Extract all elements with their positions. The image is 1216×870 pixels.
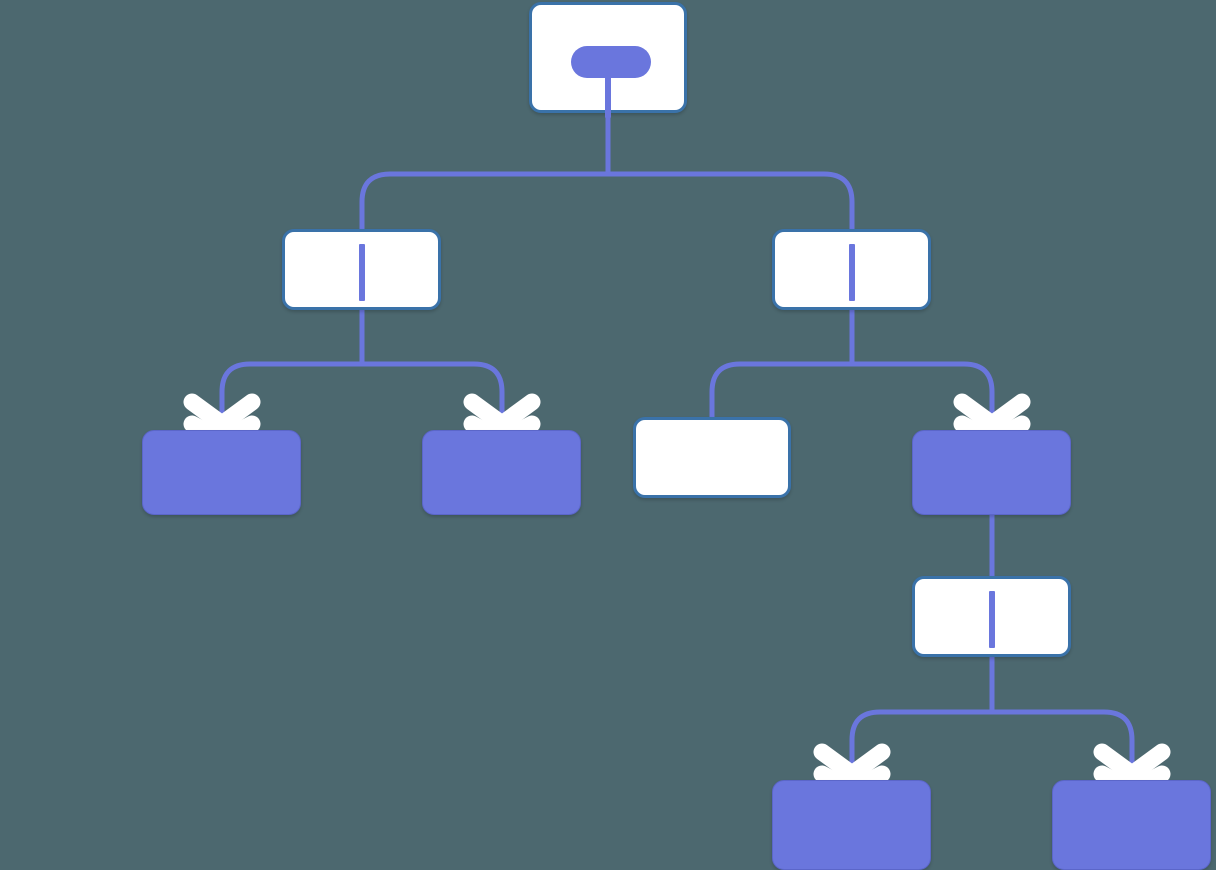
node-left-branch[interactable]	[282, 229, 441, 310]
edge-sub-leaf3	[849, 657, 995, 784]
edge-right-empty	[709, 310, 855, 419]
root-pill-badge	[571, 46, 651, 78]
edge-root-left	[359, 113, 611, 229]
node-leaf-1[interactable]	[142, 430, 301, 515]
node-branch-node[interactable]	[912, 430, 1071, 515]
node-right-branch[interactable]	[772, 229, 931, 310]
edge-left-leaf1	[219, 310, 365, 434]
edge-sub-leaf4	[989, 657, 1135, 784]
node-divider-line	[358, 244, 365, 301]
edge-left-leaf2	[359, 310, 505, 434]
node-sub-branch[interactable]	[912, 576, 1071, 657]
node-root[interactable]	[529, 2, 687, 118]
node-empty-box[interactable]	[633, 417, 791, 498]
node-divider-line	[848, 244, 855, 301]
node-divider-line	[988, 591, 995, 648]
root-stem-line	[605, 77, 611, 118]
node-leaf-3[interactable]	[772, 780, 931, 870]
edge-right-branchnode	[849, 310, 995, 434]
node-leaf-2[interactable]	[422, 430, 581, 515]
edge-root-right	[605, 113, 855, 229]
node-leaf-4[interactable]	[1052, 780, 1211, 870]
